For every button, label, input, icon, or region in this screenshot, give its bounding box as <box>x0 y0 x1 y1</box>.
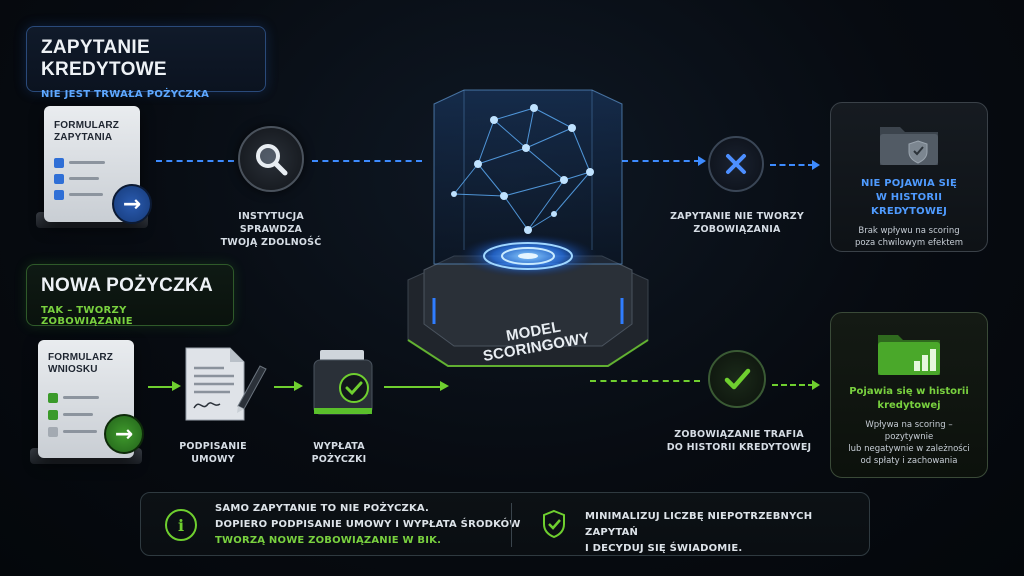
contract-pen-icon <box>180 344 270 424</box>
connector-line <box>622 160 700 162</box>
loan-sign-label: Podpisanie umowy <box>179 441 247 465</box>
connector-line <box>156 160 234 162</box>
checkbox-checked-icon <box>54 189 64 200</box>
check-icon <box>708 350 766 408</box>
checkbox-checked-icon <box>54 157 64 168</box>
footer-tip-line1: Minimalizuj liczbę niepotrzebnych zapyta… <box>585 511 813 538</box>
connector-line <box>772 384 814 386</box>
payout-check-icon <box>306 346 380 422</box>
footer-info-highlight: tworzą nowe zobowiązanie w BIK. <box>215 535 442 546</box>
inquiry-form-title-line2: zapytania <box>54 132 113 143</box>
folder-shield-icon <box>878 119 940 167</box>
checkbox-checked-icon <box>48 409 58 420</box>
checkbox-checked-icon <box>54 173 64 184</box>
loan-header-panel: Nowa pożyczka Tak – tworzy zobowiązanie <box>26 264 234 327</box>
inquiry-result-desc: Brak wpływu na scoring poza chwilowym ef… <box>854 226 964 248</box>
connector-line <box>770 164 814 166</box>
footer-info-bar: i Samo zapytanie to nie pożyczka. Dopier… <box>140 492 870 556</box>
connector-line <box>312 160 422 162</box>
form-checklist <box>54 154 130 202</box>
footer-info-line1: Samo zapytanie to nie pożyczka. <box>215 503 430 514</box>
x-icon <box>708 136 764 192</box>
scoring-model-device: Model scoringowy <box>394 84 662 398</box>
connector-line <box>274 386 296 388</box>
connector-line <box>590 380 700 382</box>
footer-tip-line2: i decyduj się świadomie. <box>585 543 743 554</box>
connector-line <box>384 386 442 388</box>
arrowhead <box>440 381 449 391</box>
inquiry-form-title-line1: Formularz <box>54 120 120 131</box>
loan-result-card: Pojawia się w historii kredytowej Wpływa… <box>830 312 988 478</box>
form-checklist <box>48 388 124 439</box>
arrowhead <box>812 160 820 170</box>
arrowhead <box>698 156 706 166</box>
loan-result-desc: Wpływa na scoring – pozytywnie lub negat… <box>848 420 970 466</box>
loan-form-title-line2: wniosku <box>48 364 98 375</box>
inquiry-subtitle: Nie jest trwała pożyczka <box>41 89 210 100</box>
info-icon: i <box>165 509 197 541</box>
checkbox-empty-icon <box>48 426 58 437</box>
shield-check-icon <box>541 509 567 539</box>
magnifier-icon <box>238 126 304 192</box>
loan-form-title-line1: Formularz <box>48 352 114 363</box>
arrow-right-icon: → <box>112 184 152 224</box>
arrowhead <box>812 380 820 390</box>
inquiry-result-card: Nie pojawia się w historii kredytowej Br… <box>830 102 988 252</box>
connector-line <box>148 386 174 388</box>
arrow-right-icon: → <box>104 414 144 454</box>
folder-chart-icon <box>876 327 942 377</box>
footer-divider <box>511 503 512 547</box>
inquiry-outcome-label: Zapytanie nie tworzy zobowiązania <box>670 211 804 235</box>
arrowhead <box>172 381 181 391</box>
loan-result-title: Pojawia się w historii kredytowej <box>849 386 969 411</box>
inquiry-title: Zapytanie kredytowe <box>41 37 167 80</box>
loan-title: Nowa pożyczka <box>41 275 214 296</box>
checkbox-checked-icon <box>48 392 58 403</box>
inquiry-header-panel: Zapytanie kredytowe Nie jest trwała poży… <box>26 26 266 100</box>
inquiry-check-label: Instytucja sprawdza twoją zdolność <box>220 211 322 248</box>
inquiry-result-title: Nie pojawia się w historii kredytowej <box>861 178 957 217</box>
loan-outcome-label: Zobowiązanie trafia do historii kredytow… <box>666 429 812 453</box>
arrowhead <box>294 381 303 391</box>
loan-subtitle: Tak – tworzy zobowiązanie <box>41 305 133 327</box>
footer-info-line2: Dopiero podpisanie umowy i wypłata środk… <box>215 519 521 530</box>
footer-info-text: Samo zapytanie to nie pożyczka. Dopiero … <box>215 501 535 549</box>
loan-payout-label: Wypłata pożyczki <box>311 441 367 465</box>
footer-tip-text: Minimalizuj liczbę niepotrzebnych zapyta… <box>585 509 865 557</box>
